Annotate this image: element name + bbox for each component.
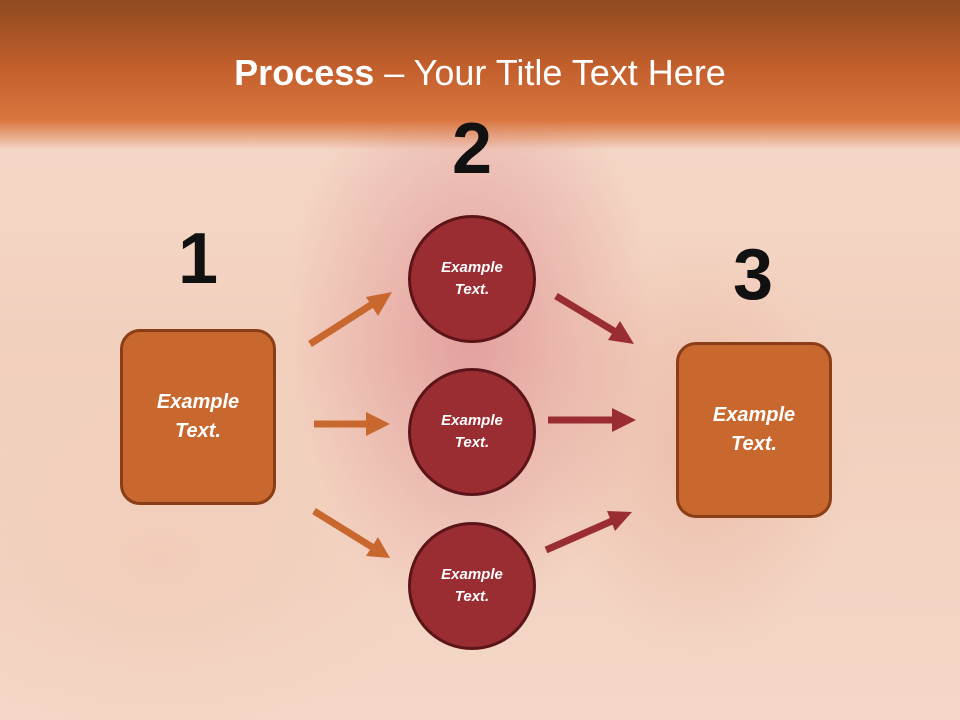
step-number-2: 2 xyxy=(451,109,493,189)
arrow-left-to-middle xyxy=(314,412,390,436)
circle-top-text: Example Text. xyxy=(441,258,503,299)
title-bar xyxy=(0,0,960,150)
right-box-text: Example Text. xyxy=(712,404,796,455)
circle-bottom-text: Example Text. xyxy=(441,565,503,606)
step-number-3: 3 xyxy=(732,235,774,315)
arrow-middle-to-right xyxy=(548,408,636,432)
left-box[interactable]: Example Text. xyxy=(120,329,276,505)
circle-middle-text: Example Text. xyxy=(441,411,503,452)
arrow-bottom-to-right xyxy=(544,511,632,554)
circle-top[interactable]: Example Text. xyxy=(408,215,536,343)
circle-bottom[interactable]: Example Text. xyxy=(408,522,536,650)
circle-middle[interactable]: Example Text. xyxy=(408,368,536,496)
step-number-1: 1 xyxy=(177,219,219,299)
slide-title[interactable]: Process – Your Title Text Here xyxy=(0,52,960,94)
title-rest: – Your Title Text Here xyxy=(374,52,726,93)
arrow-left-to-top xyxy=(308,292,392,347)
title-bold: Process xyxy=(234,52,375,93)
arrow-top-to-right xyxy=(554,293,634,344)
arrow-left-to-bottom xyxy=(312,508,390,558)
right-box[interactable]: Example Text. xyxy=(676,342,832,518)
left-box-text: Example Text. xyxy=(156,391,240,442)
